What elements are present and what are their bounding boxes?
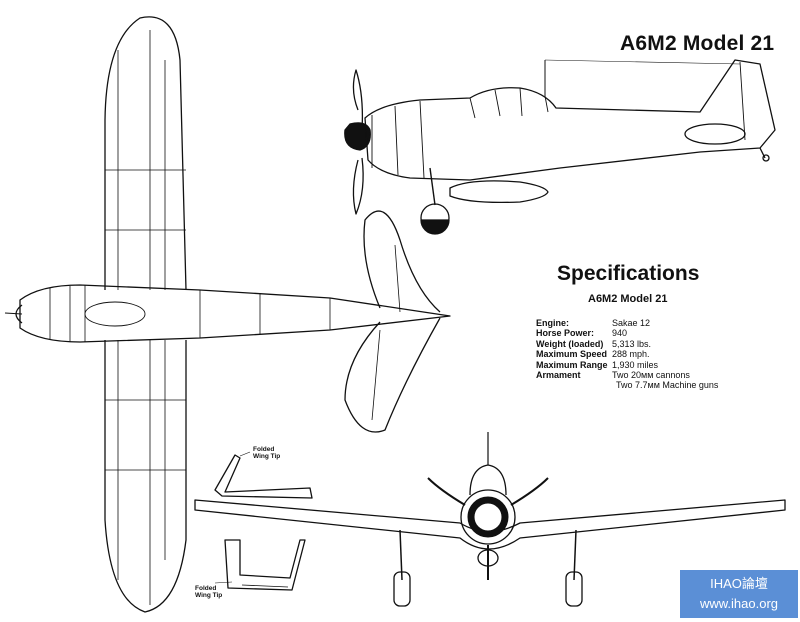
spec-row-engine: Engine: Sakae 12 [536, 318, 718, 328]
front-view-wings [194, 499, 786, 550]
spec-row-max-range: Maximum Range 1,930 miles [536, 360, 718, 370]
spec-row-horse-power: Horse Power: 940 [536, 328, 718, 338]
spec-value: 5,313 lbs. [612, 338, 652, 349]
front-view-cowling [460, 489, 516, 545]
spec-label: Weight (loaded) [536, 338, 604, 349]
spec-row-max-speed: Maximum Speed 288 mph. [536, 349, 718, 359]
side-view [344, 59, 776, 235]
spec-value: 1,930 miles [612, 359, 659, 370]
watermark-line-2: www.ihao.org [699, 596, 779, 611]
spec-row-armament-continued: Two 7.7мм Machine guns [536, 380, 718, 390]
watermark: IHAO論壇 www.ihao.org [680, 570, 798, 618]
spec-label: Horse Power: [536, 328, 595, 339]
spec-label: Maximum Speed [536, 349, 608, 360]
spec-label: Maximum Range [536, 359, 608, 370]
folded-wing-tip-upper [214, 451, 313, 499]
spec-value: Two 7.7мм Machine guns [616, 380, 719, 391]
spec-row-armament: Armament Two 20мм cannons [536, 370, 718, 380]
specifications-table: Engine: Sakae 12 Horse Power: 940 Weight… [536, 318, 718, 391]
spec-label: Armament [536, 370, 581, 381]
folded-wing-tip-lower [214, 539, 306, 591]
spec-label: Engine: [536, 318, 569, 328]
spec-value: Two 20мм cannons [612, 370, 690, 381]
spec-row-weight: Weight (loaded) 5,313 lbs. [536, 339, 718, 349]
folded-wing-tip-label-lower: Folded Wing Tip [195, 585, 223, 599]
side-view-drop-tank [449, 180, 549, 204]
top-view-lower-wing [104, 340, 187, 613]
front-view-left-wheel [393, 571, 411, 607]
spec-value: 288 mph. [612, 349, 650, 360]
spec-value: 940 [612, 328, 628, 339]
side-view-fuselage [364, 59, 776, 181]
top-view-fuselage [19, 284, 451, 343]
specifications-heading: Specifications [557, 262, 700, 285]
front-view [194, 432, 786, 607]
side-view-prop-blade-upper [352, 69, 364, 131]
specifications-subtitle: A6M2 Model 21 [588, 293, 668, 305]
watermark-line-1: IHAO論壇 [710, 576, 768, 591]
top-view-upper-stabilizer [363, 210, 441, 313]
side-view-prop-blade-lower [352, 157, 364, 215]
top-view [4, 16, 451, 613]
page-title: A6M2 Model 21 [620, 32, 775, 55]
top-view-upper-wing [104, 16, 187, 291]
folded-wing-tip-label-upper: Folded Wing Tip [253, 446, 281, 460]
top-view-lower-stabilizer [344, 317, 441, 433]
spec-value: Sakae 12 [612, 318, 651, 328]
front-view-right-wheel [565, 571, 583, 607]
